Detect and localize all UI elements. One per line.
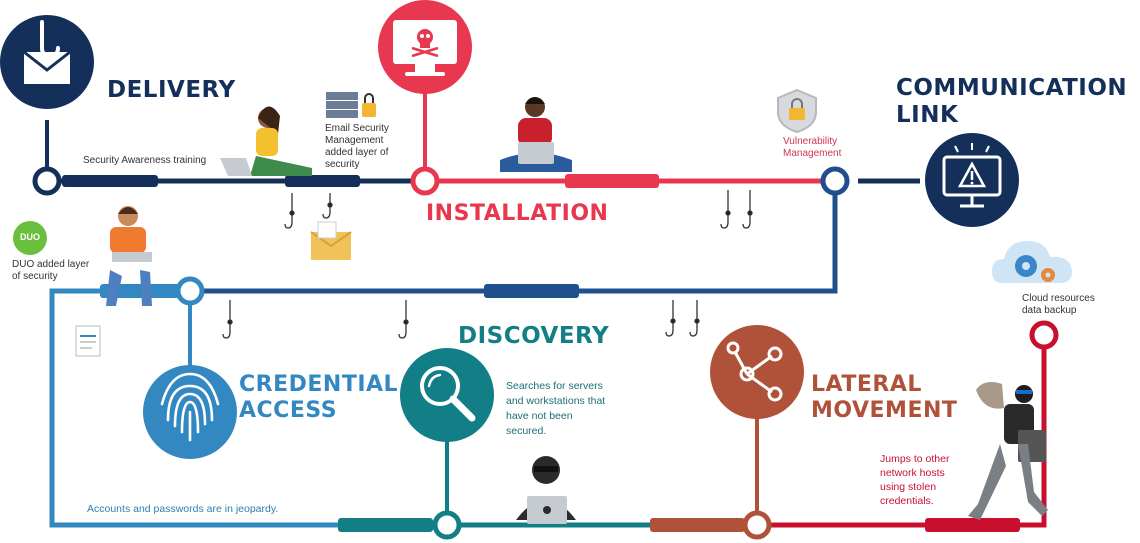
- note-lateral-description: Jumps to other network hosts using stole…: [880, 453, 950, 507]
- note-duo: DUO added layer of security: [12, 259, 90, 282]
- shield-lock-icon: [777, 88, 817, 134]
- node-credential: [175, 276, 205, 306]
- stage-title-communication-link: COMMUNICATION LINK: [896, 75, 1128, 128]
- stage-title-installation: INSTALLATION: [426, 201, 609, 226]
- duo-logo-text: DUO: [20, 232, 40, 242]
- note-vulnerability-management: Vulnerability Management: [783, 136, 842, 159]
- hook-icons: [222, 190, 753, 339]
- hacker-with-laptop-illustration: [516, 456, 576, 524]
- thief-running-illustration: [968, 382, 1048, 520]
- network-graph-icon: [710, 325, 804, 419]
- hook-icon: [665, 300, 676, 337]
- fingerprint-icon: [143, 365, 237, 459]
- note-cloud-backup: Cloud resources data backup: [1022, 293, 1095, 316]
- stage-title-lateral-movement: LATERAL MOVEMENT: [811, 372, 958, 423]
- cloud-gear-icon: [992, 241, 1072, 283]
- envelope-icon: [310, 221, 352, 260]
- stage-title-discovery: DISCOVERY: [458, 323, 610, 349]
- attack-path: [45, 90, 1047, 532]
- hook-icon: [222, 300, 233, 339]
- hook-icon: [322, 193, 333, 219]
- man-with-laptop-illustration: [500, 97, 572, 172]
- man-sitting-illustration: [106, 206, 152, 306]
- node-communication: [820, 166, 850, 196]
- note-security-awareness: Security Awareness training: [83, 155, 207, 166]
- path-nodes: [32, 166, 1059, 540]
- hook-icon: [284, 193, 295, 229]
- node-installation: [410, 166, 440, 196]
- node-exfiltration: [1029, 320, 1059, 350]
- installation-icon: [378, 0, 472, 94]
- stage-title-delivery: DELIVERY: [107, 77, 236, 103]
- server-lock-icon: [326, 92, 376, 118]
- hook-icon: [742, 190, 753, 229]
- node-delivery: [32, 166, 62, 196]
- magnifier-icon: [400, 348, 494, 442]
- node-discovery: [432, 510, 462, 540]
- note-email-security: Email Security Management added layer of…: [325, 123, 389, 170]
- note-credential-description: Accounts and passwords are in jeopardy.: [87, 503, 279, 515]
- hook-icon: [689, 300, 700, 337]
- woman-with-laptop-illustration: [220, 106, 312, 176]
- hook-icon: [720, 190, 731, 229]
- communication-alert-icon: [925, 133, 1019, 227]
- document-icon: [75, 325, 101, 357]
- node-lateral: [742, 510, 772, 540]
- hook-icon: [398, 300, 409, 339]
- stage-title-credential-access: CREDENTIAL ACCESS: [239, 372, 399, 423]
- note-discovery-description: Searches for servers and workstations th…: [506, 380, 606, 437]
- duo-logo: [13, 221, 47, 255]
- delivery-icon: [0, 15, 94, 109]
